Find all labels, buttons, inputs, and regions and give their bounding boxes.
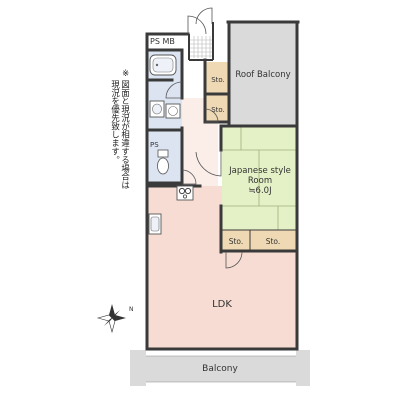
storage-lower-left-label: Sto.: [229, 237, 244, 246]
storage-lower-right-floor: [250, 230, 296, 250]
entrance-tile-grid: [190, 36, 212, 58]
entrance-tile-floor: [190, 36, 212, 58]
balcony-railing: [146, 355, 296, 383]
roof-balcony-floor: [230, 22, 296, 126]
thin-walls: [146, 186, 297, 251]
note-line-2: 現況を優先致します。: [110, 80, 121, 164]
door-swings: [165, 7, 243, 269]
disclaimer-note-mark: ※: [120, 68, 131, 78]
ldk-label: LDK: [212, 299, 232, 310]
note-line-1: 図面と現況が相違する場合は: [120, 80, 131, 190]
storage-upper-1-floor: [206, 62, 230, 94]
ps-mb-label: PS MB: [150, 37, 175, 46]
washbasin-icon: [149, 100, 165, 118]
washing-machine-pan-icon: [165, 103, 181, 119]
ps-toilet-label: PS: [150, 141, 159, 149]
storage-lower-right-label: Sto.: [266, 237, 281, 246]
disclaimer-note-line2: 現況を優先致します。: [110, 80, 121, 164]
toilet-icon: [157, 149, 169, 175]
walls: [145, 20, 300, 351]
japanese-room-label-line2: Room: [248, 176, 272, 186]
entrance-outline: [188, 22, 214, 61]
roof-balcony-label: Roof Balcony: [235, 70, 290, 80]
stove-icon: [176, 185, 194, 201]
disclaimer-note-line1: 図面と現況が相違する場合は: [120, 80, 131, 190]
balcony-right-bay: [296, 350, 310, 386]
note-mark: ※: [120, 68, 131, 78]
storage-upper-2-floor: [206, 94, 230, 122]
compass-north-label: N: [129, 306, 134, 313]
storage-upper-2-label: Sto.: [211, 106, 225, 114]
storage-upper-1-label: Sto.: [211, 76, 225, 84]
compass-rose-icon: [96, 304, 126, 334]
bathtub-icon: [149, 54, 177, 76]
storage-lower-left-floor: [222, 230, 250, 250]
japanese-room-size: ≒6.0J: [248, 186, 271, 196]
kitchen-sink-icon: [148, 213, 162, 235]
balcony-left-bay: [130, 350, 146, 386]
balcony-floor: [146, 356, 296, 382]
balcony-label: Balcony: [202, 364, 238, 374]
tatami-lines: [222, 126, 296, 230]
japanese-room-label-line1: Japanese style: [228, 166, 291, 176]
